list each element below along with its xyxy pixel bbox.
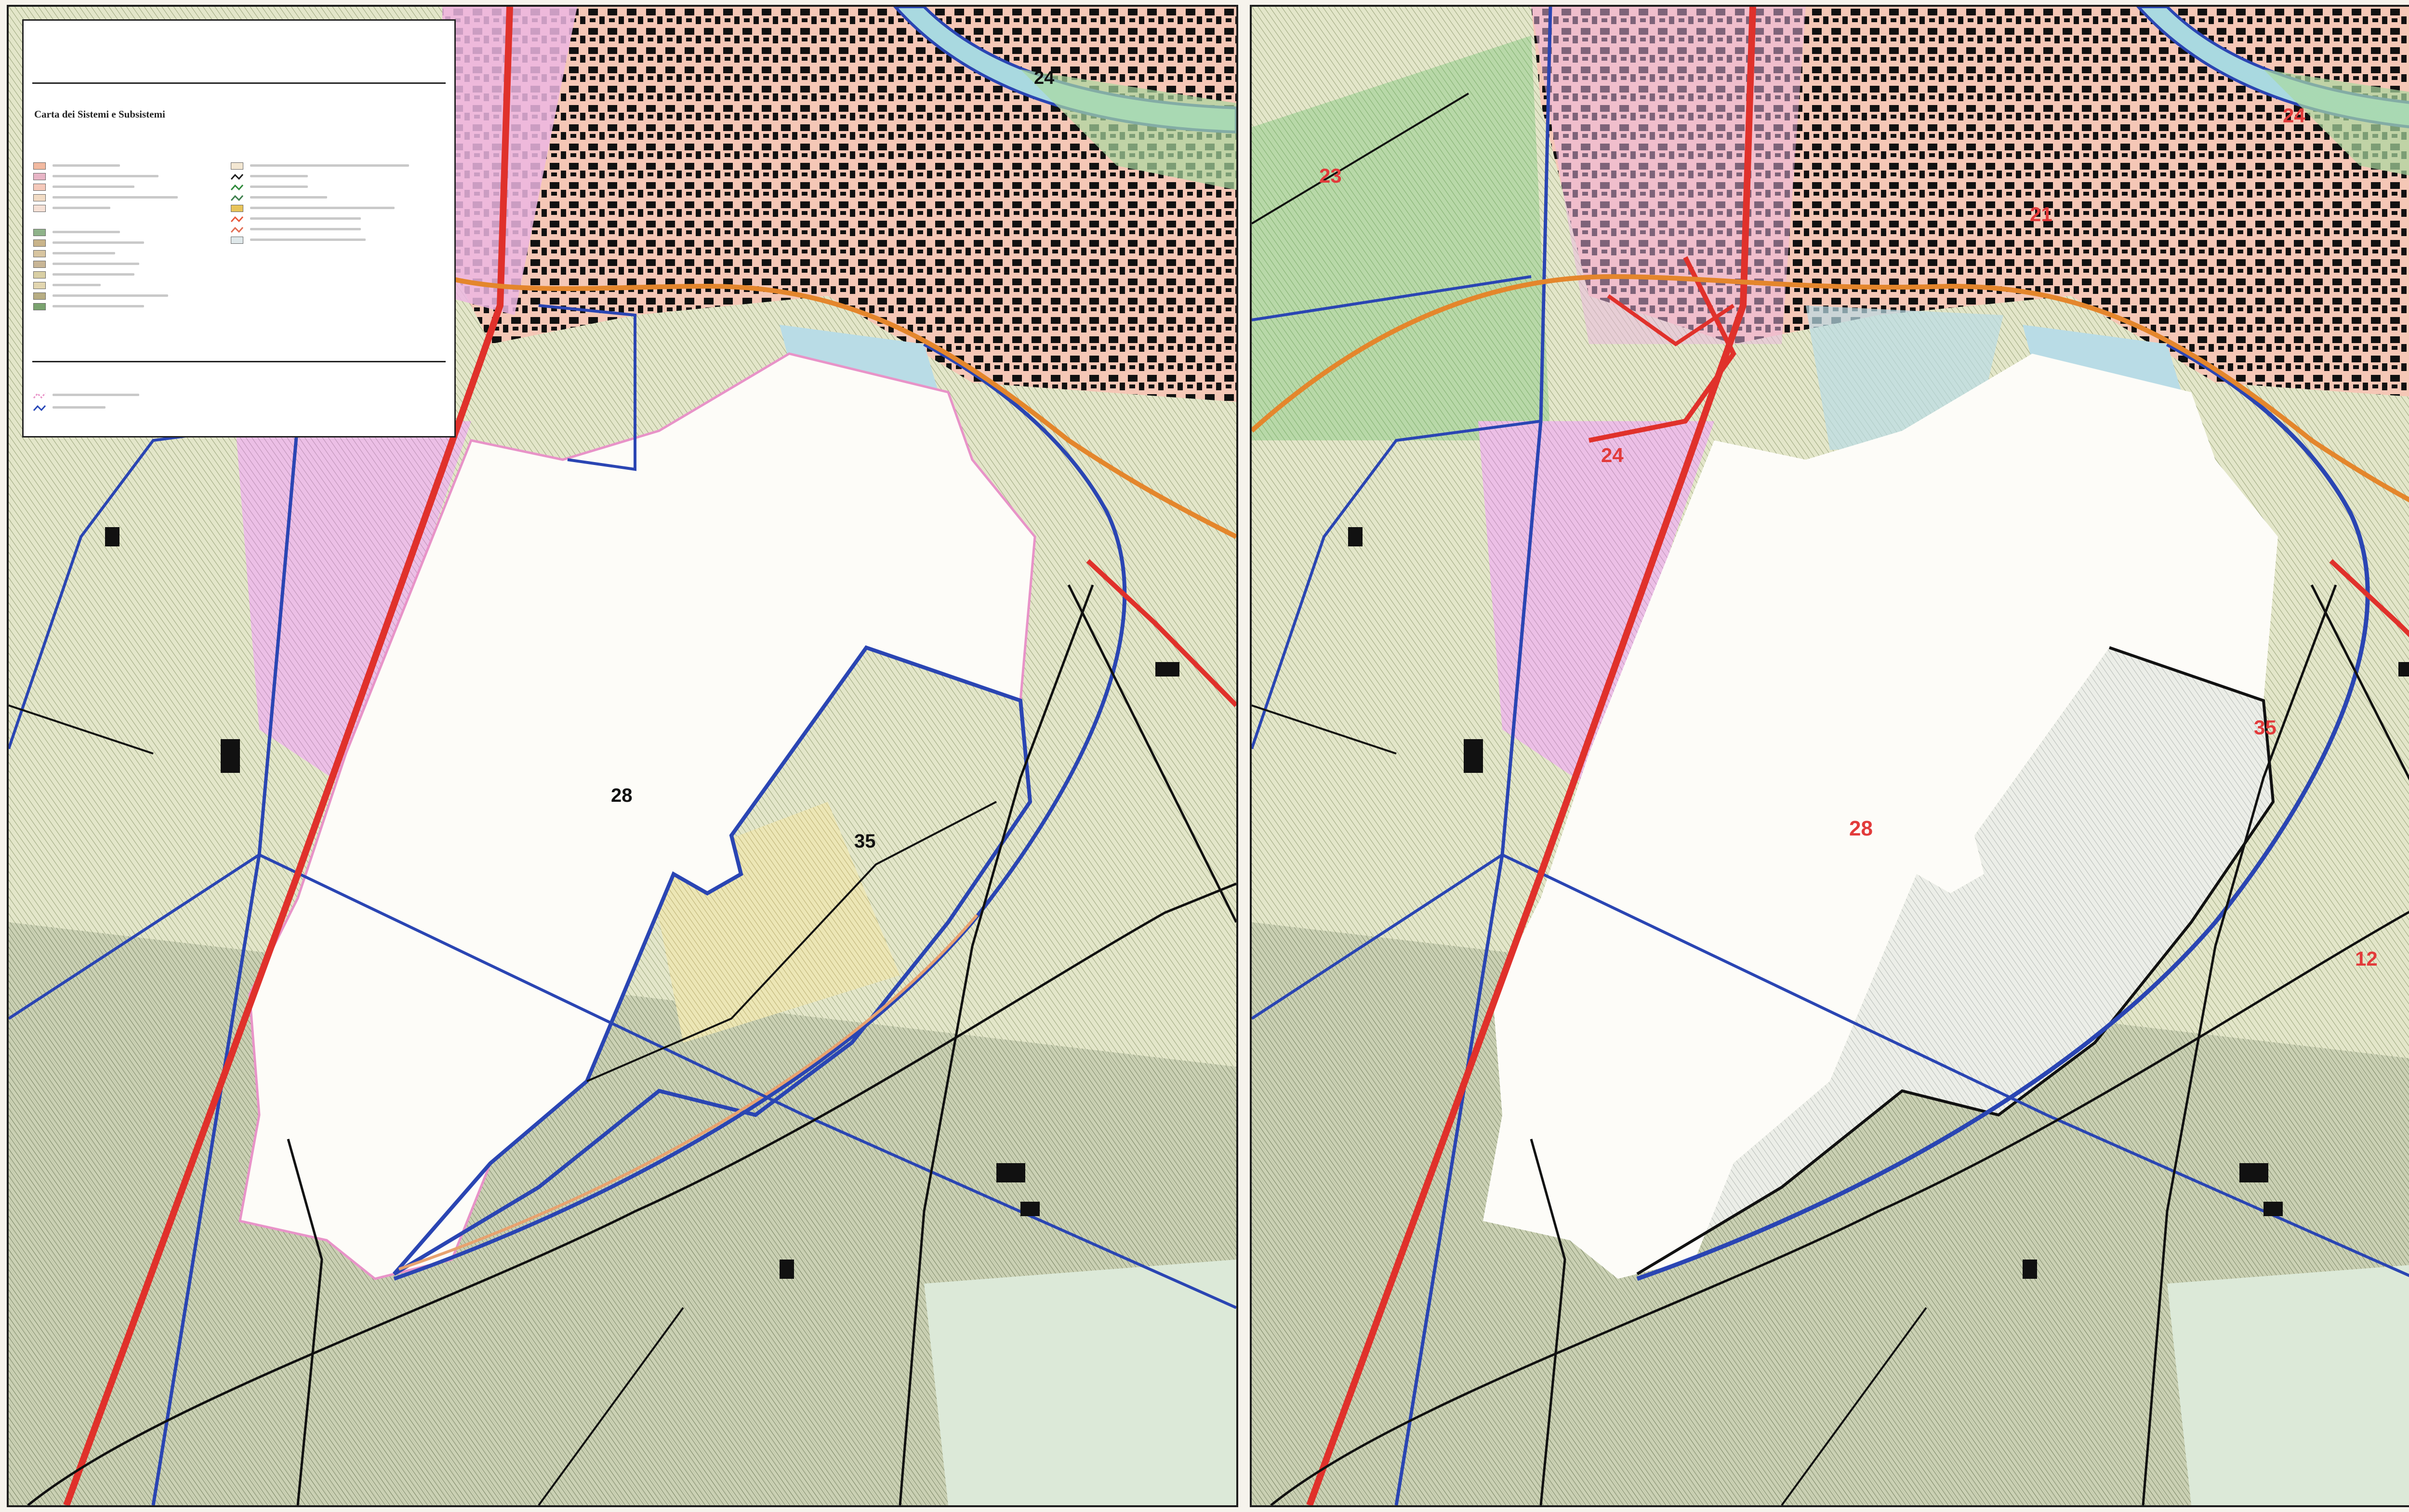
legend-item (33, 193, 236, 204)
zone-label: 23 (1319, 164, 1342, 187)
right-map: 28 35 12 24 23 21 24 (1252, 7, 2409, 1505)
legend-swatch (231, 226, 243, 234)
zone-label: 35 (854, 831, 876, 852)
legend-swatch (33, 194, 46, 201)
legend-swatch (231, 215, 243, 223)
legend-swatch (33, 404, 46, 412)
legend-title: Carta dei Sistemi e Subsistemi (34, 108, 165, 120)
legend-swatch (33, 184, 46, 191)
legend-item-text-bar (250, 217, 361, 220)
zone-label: 24 (1034, 68, 1054, 88)
zone-label: 12 (2355, 947, 2378, 970)
legend-item-text-bar (53, 252, 115, 254)
legend-item (33, 183, 236, 193)
legend-swatch (33, 292, 46, 300)
legend-divider (32, 82, 446, 84)
zone-label: 21 (2030, 203, 2052, 225)
left-map-panel: 28 35 24 Carta dei Sistemi e Subsistemi (7, 5, 1238, 1507)
legend-item-text-bar (53, 263, 139, 265)
legend-item-text-bar (53, 273, 134, 276)
legend-item (33, 391, 178, 401)
legend-item (33, 249, 236, 260)
legend-item-text-bar (53, 294, 168, 297)
zone-label: 24 (2283, 104, 2305, 127)
legend-divider (32, 361, 446, 362)
legend-item (33, 228, 236, 239)
legend-item-text-bar (53, 196, 178, 199)
legend-item-text-bar (250, 207, 395, 209)
legend-swatch (231, 184, 243, 191)
legend-item-text-bar (250, 196, 327, 199)
legend-item (33, 403, 178, 414)
map-legend: Carta dei Sistemi e Subsistemi (22, 19, 456, 438)
legend-item-text-bar (250, 239, 366, 241)
legend-swatch (33, 392, 46, 399)
legend-swatch (33, 303, 46, 310)
legend-item-text-bar (250, 186, 308, 188)
right-map-panel: 28 35 12 24 23 21 24 (1250, 5, 2409, 1507)
legend-swatch (33, 229, 46, 236)
legend-item (33, 260, 236, 270)
legend-item (33, 161, 236, 172)
zone-label: 35 (2254, 716, 2277, 739)
legend-item-text-bar (53, 186, 134, 188)
legend-item (231, 161, 433, 172)
legend-item-text-bar (53, 406, 106, 409)
legend-swatch (231, 194, 243, 202)
legend-swatch (33, 162, 46, 170)
legend-item (33, 204, 236, 214)
zone-label: 28 (611, 785, 633, 806)
legend-swatch (231, 173, 243, 181)
legend-item (231, 214, 433, 225)
legend-item (33, 292, 236, 302)
legend-swatch (33, 173, 46, 180)
legend-item-text-bar (53, 305, 144, 307)
legend-item (33, 270, 236, 281)
legend-swatch (231, 237, 243, 244)
legend-item-text-bar (250, 228, 361, 230)
legend-swatch (33, 205, 46, 212)
legend-item (231, 225, 433, 236)
legend-item-text-bar (53, 284, 101, 286)
zone-label: 28 (1849, 817, 1873, 840)
left-map: 28 35 24 (9, 7, 1236, 1505)
legend-item-text-bar (53, 175, 159, 177)
zone-label: 24 (1601, 444, 1624, 466)
legend-item (33, 172, 236, 183)
legend-swatch (33, 261, 46, 268)
legend-item (33, 239, 236, 249)
legend-swatch (231, 162, 243, 170)
legend-swatch (33, 239, 46, 247)
legend-item (231, 172, 433, 183)
legend-item-text-bar (250, 164, 409, 167)
legend-item-text-bar (53, 241, 144, 244)
legend-item (231, 193, 433, 204)
legend-swatch (33, 282, 46, 289)
legend-swatch (231, 205, 243, 212)
legend-item-text-bar (53, 231, 120, 233)
legend-swatch (33, 271, 46, 279)
legend-item-text-bar (53, 207, 110, 209)
legend-item (231, 236, 433, 246)
legend-item (33, 302, 236, 313)
legend-item-text-bar (53, 394, 139, 396)
legend-item (231, 183, 433, 193)
legend-item-text-bar (250, 175, 308, 177)
legend-item (33, 281, 236, 292)
legend-item-text-bar (53, 164, 120, 167)
legend-swatch (33, 250, 46, 257)
legend-item (231, 204, 433, 214)
